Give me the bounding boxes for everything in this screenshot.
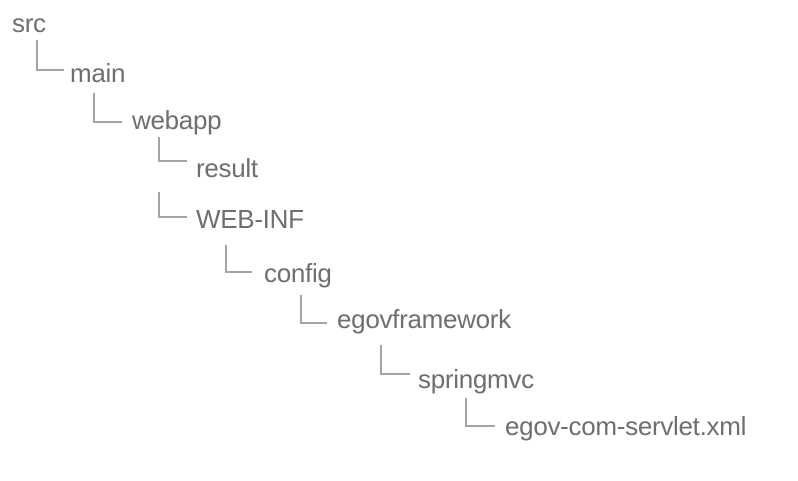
tree-connector-webapp-result (158, 137, 187, 162)
tree-connector-src-main (36, 40, 64, 71)
tree-node-springmvc: springmvc (418, 364, 534, 394)
tree-node-web-inf: WEB-INF (196, 204, 304, 234)
tree-node-webapp: webapp (132, 105, 222, 135)
tree-node-src: src (12, 8, 46, 38)
tree-node-config: config (264, 258, 332, 288)
tree-node-main: main (70, 58, 126, 88)
tree-node-egovframework: egovframework (337, 304, 511, 334)
tree-connector-web-inf-config (225, 245, 252, 273)
tree-connector-config-egovframework (300, 295, 327, 324)
tree-connector-egovframework-springmvc (380, 345, 410, 375)
tree-connector-springmvc-servlet (465, 398, 495, 427)
tree-node-result: result (196, 153, 258, 183)
tree-connector-main-webapp (93, 93, 122, 123)
tree-connector-webapp-web-inf (158, 192, 187, 218)
tree-node-egov-com-servlet-xml: egov-com-servlet.xml (505, 411, 747, 441)
